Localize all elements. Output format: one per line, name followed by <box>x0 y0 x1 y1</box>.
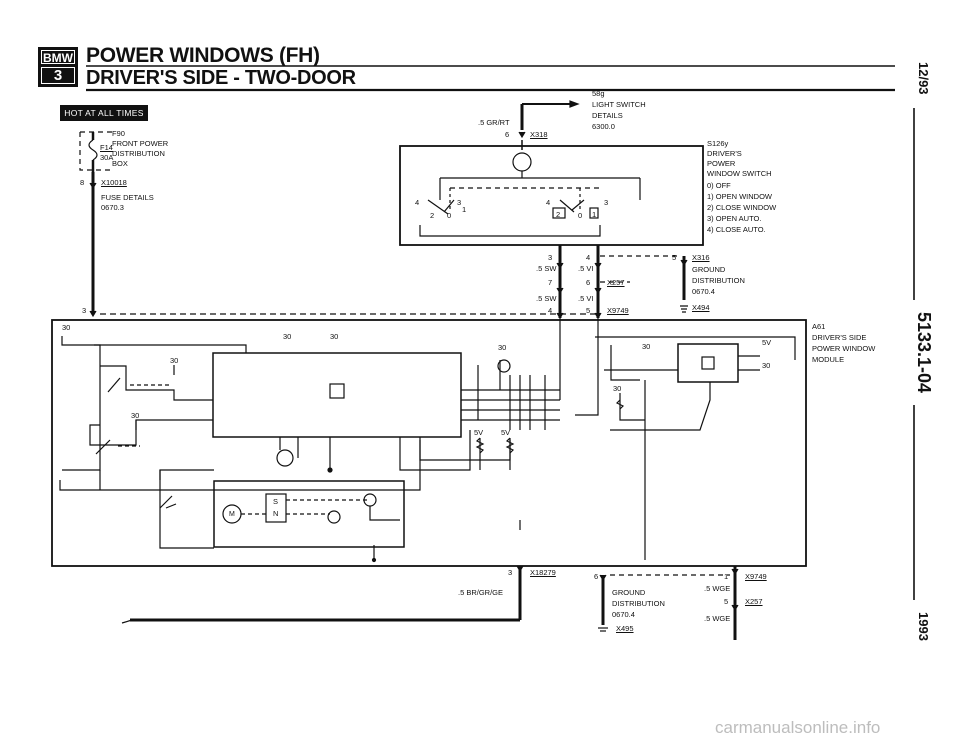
switch-pos3: 3) OPEN AUTO. <box>707 214 762 223</box>
mid-pin5b: 5 <box>586 306 591 315</box>
fuse-pin: 8 <box>80 178 85 187</box>
contact-right-3: 3 <box>604 198 609 207</box>
fuse-connector: X10018 <box>101 178 127 187</box>
contact-right-4: 4 <box>546 198 551 207</box>
module-30-f: 30 <box>498 343 507 352</box>
module-30-g: 30 <box>642 342 651 351</box>
bottom-ground-3: 0670.4 <box>612 610 635 619</box>
module-5v-a: 5V <box>762 338 772 347</box>
bmw-series-badge: BMW 3 <box>38 47 78 87</box>
bottom-x257: X257 <box>745 597 763 606</box>
bottom-pin6: 6 <box>594 572 599 581</box>
module-line3: MODULE <box>812 355 845 364</box>
module-30-a: 30 <box>62 323 71 332</box>
light-switch-pin: 6 <box>505 130 510 139</box>
contact-right-0: 0 <box>578 211 583 220</box>
mid-pin7: 7 <box>548 278 553 287</box>
bottom-x18279: X18279 <box>530 568 556 577</box>
side-page-code: 5133.1-04 <box>914 312 934 394</box>
bottom-pin1: 1 <box>724 572 729 581</box>
light-switch-line1: LIGHT SWITCH <box>592 100 646 109</box>
watermark: carmanualsonline.info <box>715 718 881 737</box>
fuse-desc-1: FRONT POWER <box>112 139 169 148</box>
mid-ground-2: DISTRIBUTION <box>692 276 745 285</box>
switch-ref: S126y <box>707 139 729 148</box>
mid-wire-vi2: .5 VI <box>578 294 594 303</box>
light-switch-ref: 58g <box>592 89 605 98</box>
module-30-i: 30 <box>613 384 622 393</box>
module-ref: A61 <box>812 322 826 331</box>
bottom-wire-wge1: .5 WGE <box>704 584 731 593</box>
left-pin3: 3 <box>82 306 87 315</box>
bottom-pin3: 3 <box>508 568 513 577</box>
module-30-e: 30 <box>131 411 140 420</box>
mid-ground-3: 0670.4 <box>692 287 715 296</box>
bottom-x9749: X9749 <box>745 572 767 581</box>
switch-line1: DRIVER'S <box>707 149 742 158</box>
hot-at-all-times-label: HOT AT ALL TIMES <box>60 105 148 121</box>
module-30-h: 30 <box>762 361 771 370</box>
mid-x257: X257 <box>607 278 625 287</box>
badge-series: 3 <box>41 67 75 84</box>
fuse-id: F14 <box>100 143 113 152</box>
mid-wire-sw2: .5 SW <box>536 294 557 303</box>
page-subtitle: DRIVER'S SIDE - TWO-DOOR <box>86 67 356 89</box>
badge-brand: BMW <box>41 50 75 65</box>
page-title: POWER WINDOWS (FH) <box>86 44 320 67</box>
mid-pin4: 4 <box>586 253 591 262</box>
module-30-b: 30 <box>283 332 292 341</box>
fuse-desc-3: BOX <box>112 159 128 168</box>
switch-pos4: 4) CLOSE AUTO. <box>707 225 766 234</box>
light-switch-wire: .5 GR/RT <box>478 118 510 127</box>
mid-x494: X494 <box>692 303 710 312</box>
motor-m: M <box>229 511 235 518</box>
contact-right-1: 1 <box>592 210 597 219</box>
mid-pin6: 6 <box>586 278 591 287</box>
sensor-s: S <box>273 497 279 506</box>
contact-left-2: 2 <box>430 211 435 220</box>
mid-wire-vi1: .5 VI <box>578 264 594 273</box>
mid-pin5: 5 <box>672 253 677 262</box>
fuse-ref: F90 <box>112 129 125 138</box>
bottom-ground-2: DISTRIBUTION <box>612 599 665 608</box>
switch-pos1: 1) OPEN WINDOW <box>707 192 772 201</box>
fuse-details-1: FUSE DETAILS <box>101 193 154 202</box>
bottom-ground-1: GROUND <box>612 588 646 597</box>
module-5v-c: 5V <box>501 428 511 437</box>
mid-x9749: X9749 <box>607 306 629 315</box>
side-date: 12/93 <box>916 62 931 95</box>
module-line1: DRIVER'S SIDE <box>812 333 867 342</box>
module-30-c: 30 <box>330 332 339 341</box>
fuse-details-2: 0670.3 <box>101 203 124 212</box>
switch-line3: WINDOW SWITCH <box>707 169 772 178</box>
contact-left-1: 1 <box>462 205 467 214</box>
switch-pos2: 2) CLOSE WINDOW <box>707 203 777 212</box>
module-30-d: 30 <box>170 356 179 365</box>
bottom-wire-wge2: .5 WGE <box>704 614 731 623</box>
module-5v-b: 5V <box>474 428 484 437</box>
bottom-wire-bgg: .5 BR/GR/GE <box>458 588 504 597</box>
contact-left-3: 3 <box>457 198 462 207</box>
switch-line2: POWER <box>707 159 736 168</box>
bottom-x495: X495 <box>616 624 634 633</box>
switch-pos0: 0) OFF <box>707 181 731 190</box>
mid-ground-1: GROUND <box>692 265 726 274</box>
mid-wire-sw1: .5 SW <box>536 264 557 273</box>
light-switch-line2: DETAILS <box>592 111 623 120</box>
module-line2: POWER WINDOW <box>812 344 876 353</box>
light-switch-connector: X318 <box>530 130 548 139</box>
contact-left-4: 4 <box>415 198 420 207</box>
sensor-n: N <box>273 509 279 518</box>
mid-pin3: 3 <box>548 253 553 262</box>
light-switch-line3: 6300.0 <box>592 122 615 131</box>
side-year: 1993 <box>916 612 931 641</box>
fuse-rating: 30A <box>100 153 114 162</box>
bottom-pin5: 5 <box>724 597 729 606</box>
mid-x316: X316 <box>692 253 710 262</box>
contact-left-0: 0 <box>447 211 452 220</box>
mid-pin4b: 4 <box>548 306 553 315</box>
contact-right-2: 2 <box>556 210 561 219</box>
fuse-desc-2: DISTRIBUTION <box>112 149 165 158</box>
